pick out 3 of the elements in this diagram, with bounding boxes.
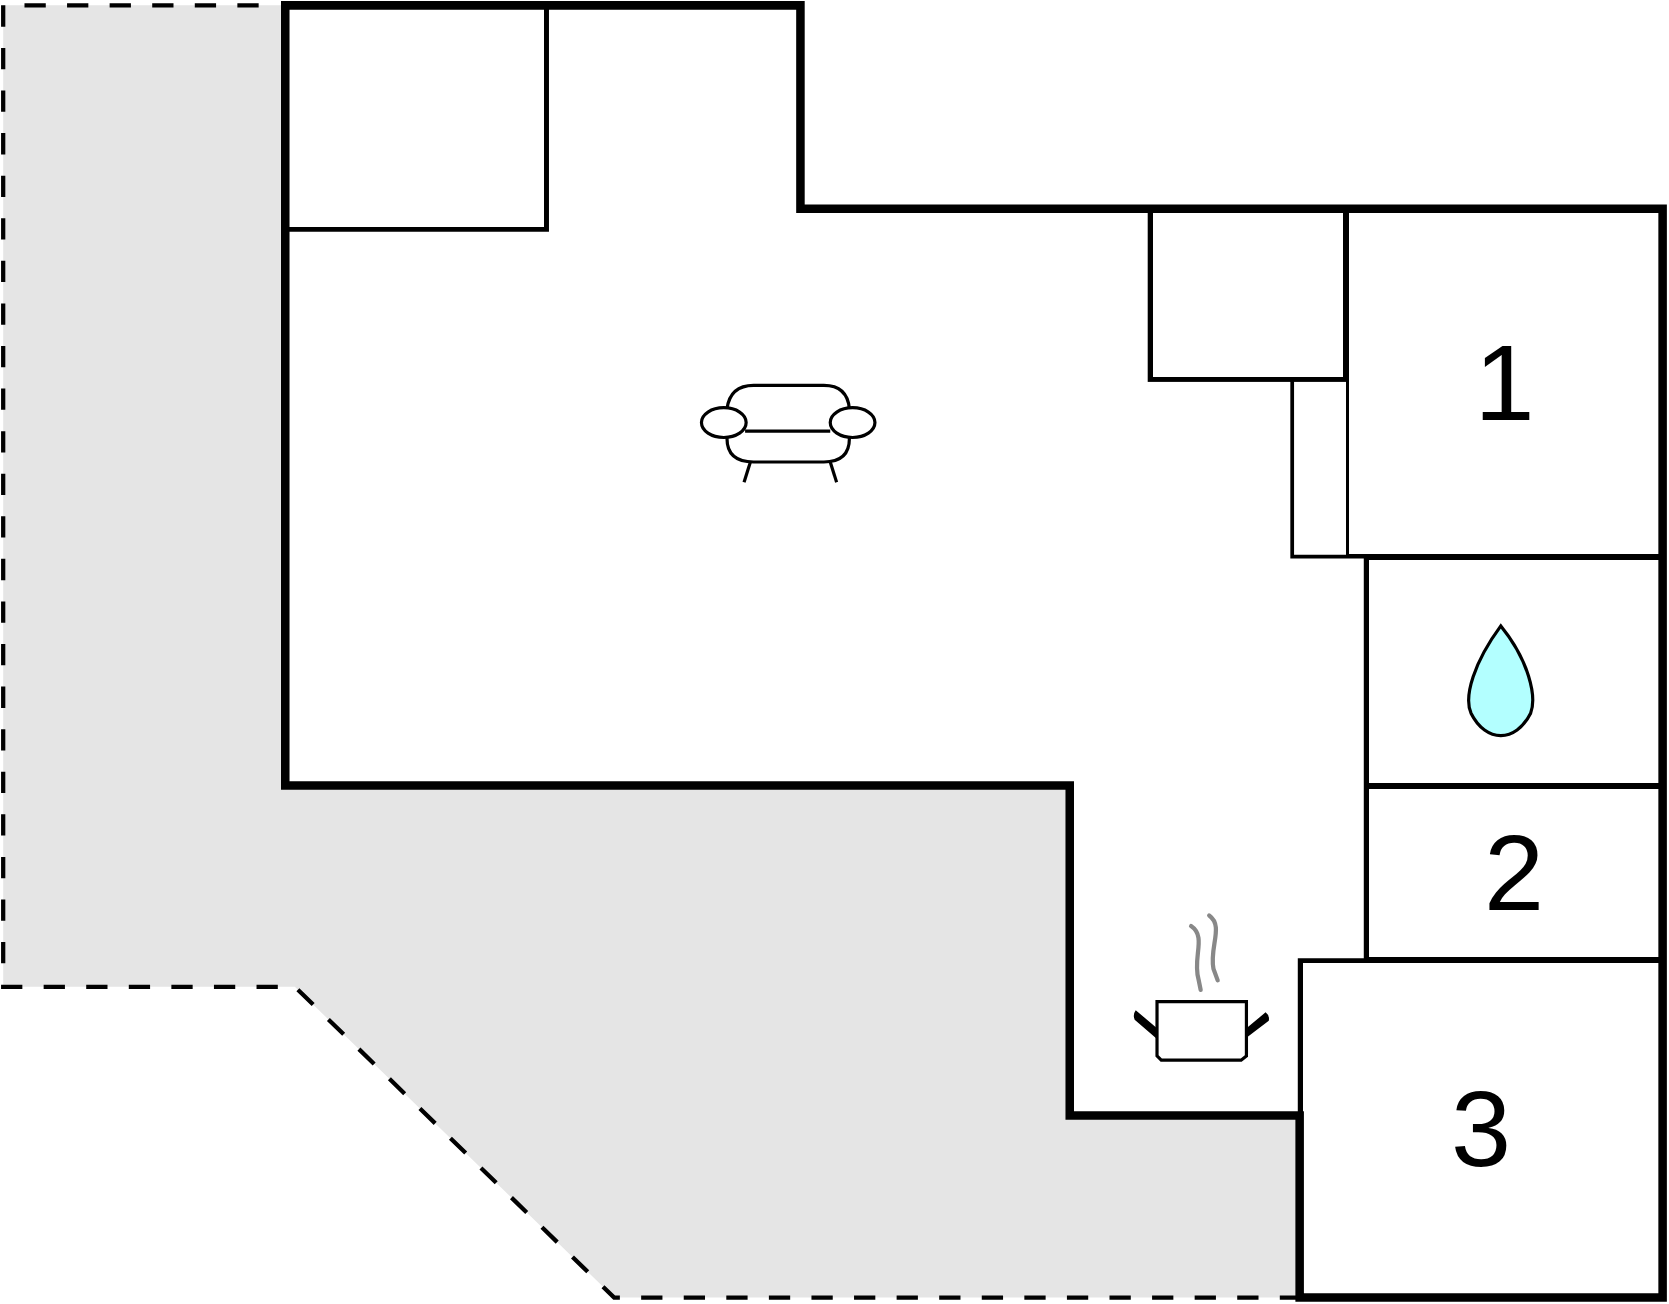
room-number: 3	[1451, 1074, 1512, 1183]
room-number: 1	[1474, 328, 1535, 437]
room-number: 2	[1484, 818, 1545, 927]
